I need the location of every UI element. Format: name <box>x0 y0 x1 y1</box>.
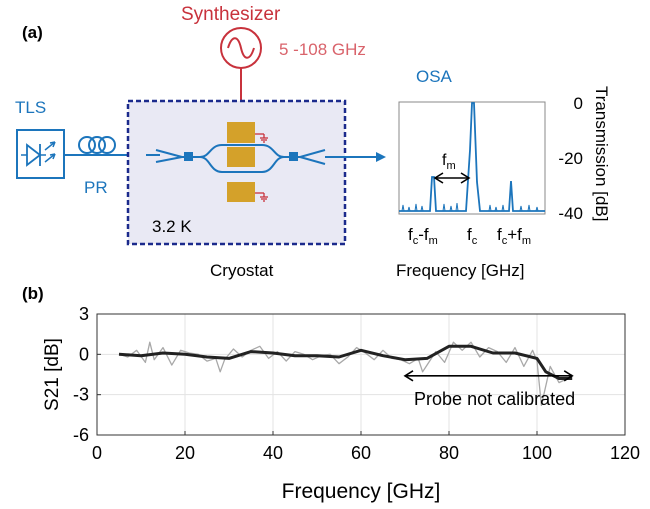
y-tick-label: -3 <box>73 385 89 405</box>
osa-ytick: 0 <box>574 94 583 113</box>
annotation-text: Probe not calibrated <box>414 389 575 409</box>
fm-arrow <box>433 172 471 184</box>
x-tick-label: 60 <box>351 443 371 463</box>
osa-xtick-right: fc+fm <box>497 225 531 247</box>
osa-ytick: -40 <box>558 204 583 223</box>
pr-label: PR <box>84 178 108 197</box>
osa-ylabel: Transmission [dB] <box>592 86 611 221</box>
x-axis-label: Frequency [GHz] <box>282 480 441 503</box>
osa-xtick-center: fc <box>467 225 478 247</box>
cryostat-temperature: 3.2 K <box>152 217 192 236</box>
polarization-controller-icon <box>78 136 116 154</box>
synthesizer-title: Synthesizer <box>181 4 281 25</box>
osa-spectrum <box>399 102 545 212</box>
osa-xtick-left: fc-fm <box>408 225 438 247</box>
x-tick-label: 80 <box>439 443 459 463</box>
y-tick-label: -6 <box>73 425 89 445</box>
x-tick-label: 40 <box>263 443 283 463</box>
panel-b-label: (b) <box>22 284 44 303</box>
osa-ytick: -20 <box>558 149 583 168</box>
fm-label: fm <box>442 152 456 172</box>
annotation-arrow-head-right <box>563 370 574 382</box>
synthesizer-range: 5 -108 GHz <box>279 40 366 59</box>
tls-label: TLS <box>15 98 46 117</box>
series-smoothed-line <box>118 344 573 380</box>
y-tick-label: 0 <box>79 344 89 364</box>
cryostat-caption: Cryostat <box>210 261 274 280</box>
y-axis-label: S21 [dB] <box>42 338 63 411</box>
sine-source-icon <box>220 27 262 69</box>
osa-label: OSA <box>416 67 453 86</box>
fiber-out-arrow <box>376 152 386 162</box>
x-tick-label: 100 <box>522 443 552 463</box>
series-raw-line <box>118 341 573 407</box>
y-tick-label: 3 <box>79 304 89 324</box>
modulator-chip <box>146 122 326 202</box>
panel-a-label: (a) <box>22 23 43 42</box>
laser-diode-icon <box>16 129 65 179</box>
x-tick-label: 20 <box>175 443 195 463</box>
x-tick-label: 120 <box>610 443 640 463</box>
annotation-arrow-head-left <box>403 370 414 382</box>
osa-xlabel: Frequency [GHz] <box>396 261 525 280</box>
x-tick-label: 0 <box>92 443 102 463</box>
